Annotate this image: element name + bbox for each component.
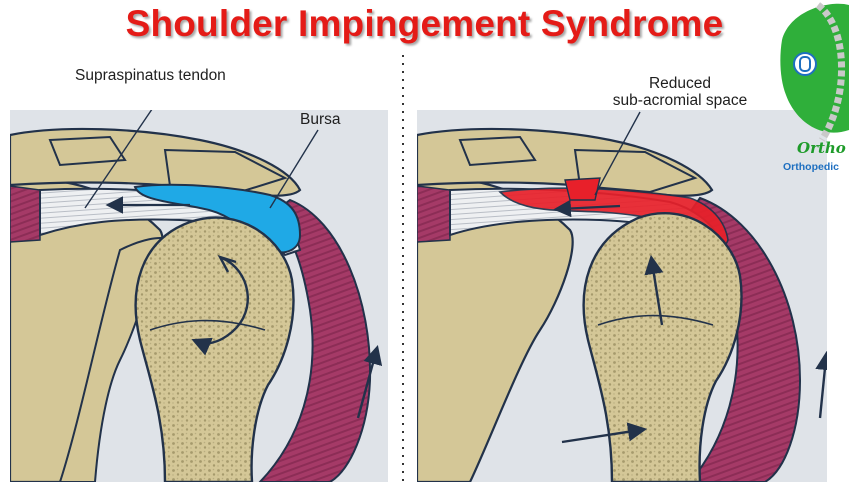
right-clavicle-end xyxy=(458,135,537,167)
left-acromion-tip xyxy=(163,148,288,194)
right-inflamed-spot xyxy=(564,177,601,201)
tendon-direction-arrow xyxy=(553,199,621,218)
right-growth-plate xyxy=(597,314,714,326)
left-clavicle-end xyxy=(48,135,127,167)
upward-arrow-icon xyxy=(644,254,664,326)
rotation-arrow-head xyxy=(217,254,237,273)
left-humeral-head xyxy=(134,216,295,482)
right-muscle-arrow xyxy=(815,350,827,419)
rotation-arrow-icon xyxy=(191,256,249,356)
supraspinatus-tendon-label: Supraspinatus tendon xyxy=(75,67,226,84)
page-title: Shoulder Impingement Syndrome xyxy=(125,3,724,44)
right-supraspinatus-muscle xyxy=(417,185,451,243)
reduced-space-leader xyxy=(594,111,641,196)
left-deltoid-muscle xyxy=(258,198,372,482)
bursa-leader xyxy=(269,129,319,209)
spine-logo-icon xyxy=(780,2,849,142)
right-scapula xyxy=(417,176,574,482)
reduced-space-label-line2: sub-acromial space xyxy=(612,92,748,109)
left-panel xyxy=(10,110,388,482)
right-panel xyxy=(417,55,827,482)
supraspinatus-leader xyxy=(84,110,153,209)
left-growth-plate xyxy=(149,319,266,331)
upward-arrow-icon xyxy=(356,345,383,419)
left-supraspinatus-muscle xyxy=(10,185,41,243)
logo-text-ortho: Ortho xyxy=(797,139,846,157)
reduced-space-label-line1: Reduced xyxy=(648,75,712,92)
right-humeral-head xyxy=(582,212,743,482)
bursa-label: Bursa xyxy=(300,111,341,128)
pull-arrow-icon xyxy=(561,422,648,444)
logo-text-orthopedic: Orthopedic xyxy=(783,161,840,173)
